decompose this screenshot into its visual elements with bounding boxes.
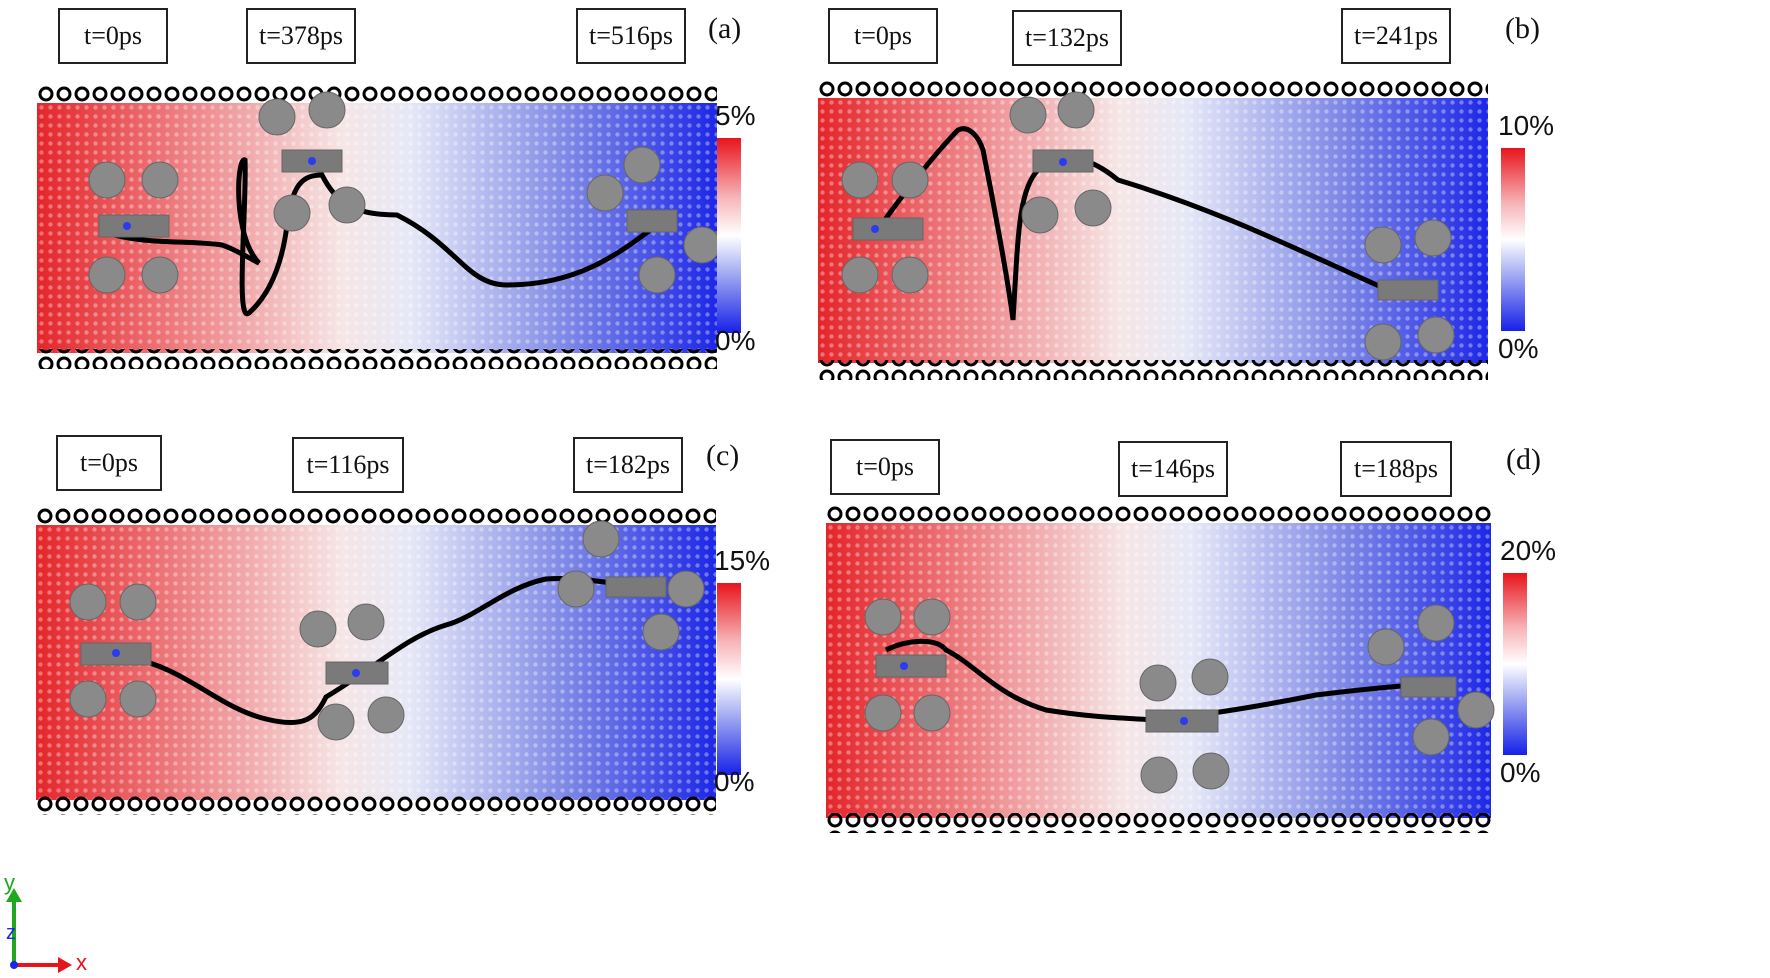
colorbar-max-label: 20%: [1500, 535, 1557, 566]
panel-label: (d): [1506, 443, 1541, 476]
time-box-end: t=241ps: [1341, 8, 1451, 64]
panel-label: (b): [1505, 12, 1540, 45]
molecule-start: [864, 598, 951, 732]
molecule-start: [88, 161, 179, 294]
time-box-end: t=182ps: [573, 437, 683, 493]
axis-y-label: y: [4, 870, 15, 895]
molecule-mid: [1139, 658, 1230, 794]
molecule-end: [1364, 219, 1455, 361]
colorbar-max-label: 10%: [1498, 110, 1555, 141]
trajectory-path: [875, 126, 1390, 321]
time-box-start: t=0ps: [828, 8, 938, 64]
graphene-slab: [826, 505, 1495, 833]
panel-label: (a): [708, 12, 742, 45]
graphene-slab: [37, 85, 721, 369]
molecule-mid: [258, 91, 366, 232]
colorbar: [1503, 573, 1527, 755]
molecule-end: [586, 146, 721, 294]
colorbar-min-label: 0%: [1498, 333, 1539, 364]
time-box-mid: t=116ps: [292, 437, 404, 493]
molecule-end: [557, 520, 705, 651]
colorbar-max-label: 5%: [715, 100, 756, 131]
colorbar-min-label: 0%: [715, 325, 756, 356]
time-box-start: t=0ps: [830, 439, 940, 495]
panel-a: t=0ps t=378ps t=516ps (a) 5% 0%: [20, 0, 890, 440]
panel-c: t=0ps t=116ps t=182ps (c) 15% 0%: [20, 425, 890, 865]
axes-indicator: y z x: [0, 870, 110, 978]
panel-d: t=0ps t=146ps t=188ps (d) 20% 0%: [800, 425, 1670, 865]
time-box-mid: t=132ps: [1012, 10, 1122, 66]
time-box-end: t=516ps: [576, 8, 686, 64]
trajectory-path: [106, 157, 659, 317]
time-box-mid: t=378ps: [246, 8, 356, 64]
colorbar: [717, 583, 741, 775]
colorbar-min-label: 0%: [1500, 757, 1541, 788]
panel-label: (c): [706, 439, 740, 472]
graphene-slab: [818, 80, 1488, 380]
colorbar: [717, 138, 741, 333]
axis-z-label: z: [6, 922, 16, 944]
graphene-slab: [36, 507, 716, 815]
molecule-start: [69, 583, 157, 718]
colorbar: [1501, 148, 1525, 331]
panel-b: t=0ps t=132ps t=241ps (b) 10% 0%: [800, 0, 1670, 440]
colorbar-min-label: 0%: [714, 766, 755, 797]
time-box-mid: t=146ps: [1118, 441, 1228, 497]
time-box-end: t=188ps: [1340, 441, 1452, 497]
axis-x-label: x: [76, 950, 87, 975]
molecule-end: [1367, 604, 1495, 756]
molecule-mid: [1009, 91, 1112, 234]
colorbar-max-label: 15%: [714, 545, 771, 576]
time-box-start: t=0ps: [58, 8, 168, 64]
molecule-start: [841, 161, 929, 294]
molecule-mid: [299, 603, 405, 741]
time-box-start: t=0ps: [56, 435, 162, 491]
trajectory-path: [884, 638, 1417, 723]
trajectory-path: [125, 576, 637, 726]
